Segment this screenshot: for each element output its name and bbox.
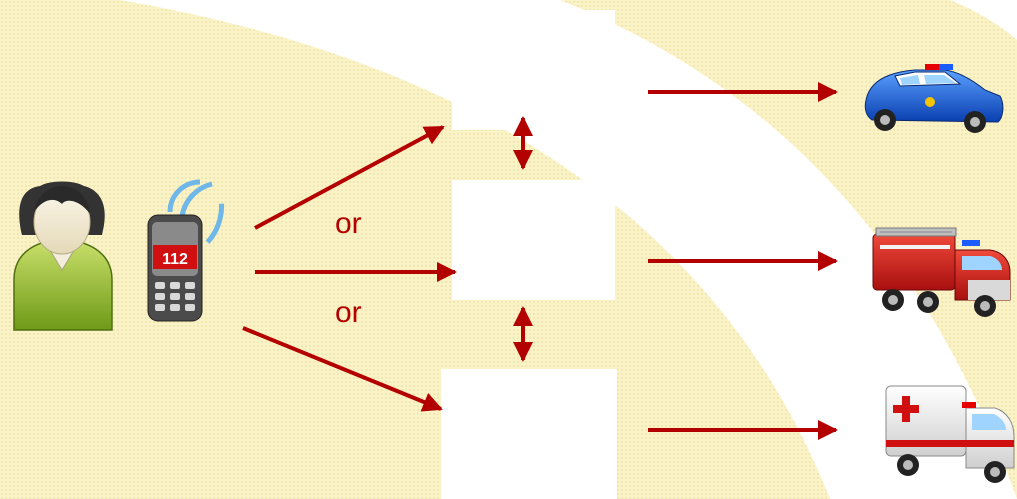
or-label-upper: or bbox=[335, 207, 362, 240]
ambulance-icon bbox=[885, 385, 1015, 483]
white-curve-band bbox=[120, 0, 1017, 499]
arrow-caller-to-bottom bbox=[242, 326, 443, 412]
fire-truck-icon bbox=[872, 227, 1011, 317]
arrow-caller-to-top bbox=[254, 125, 445, 230]
mobile-phone-icon: 112 bbox=[147, 179, 225, 322]
police-car-icon bbox=[864, 64, 1004, 133]
person-icon bbox=[13, 181, 113, 331]
or-label-lower: or bbox=[335, 296, 362, 329]
dispatch-box-bottom bbox=[441, 369, 617, 499]
dispatch-box-middle bbox=[452, 180, 615, 300]
phone-number-text: 112 bbox=[162, 251, 188, 268]
dispatch-box-top bbox=[452, 10, 615, 130]
white-corner-band bbox=[950, 0, 1017, 40]
